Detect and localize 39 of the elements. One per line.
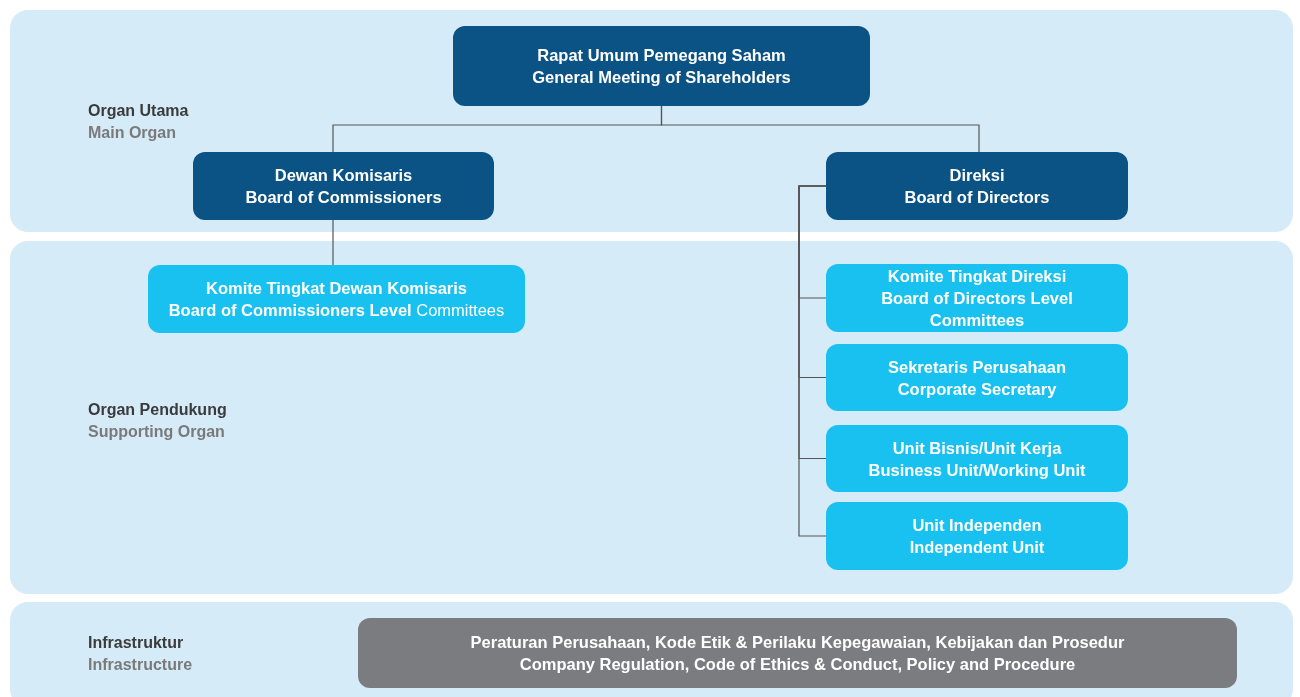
- section-subtitle: Infrastructure: [88, 656, 193, 674]
- org-box: [826, 264, 1128, 332]
- box-label: Board of Directors Level Committees: [880, 288, 1074, 331]
- org-box: [826, 502, 1128, 570]
- org-box: [826, 425, 1128, 492]
- box-label: Direksi: [949, 165, 1005, 186]
- box-label: Independent Unit: [909, 537, 1045, 558]
- section-subtitle: Main Organ: [88, 124, 176, 142]
- connector-line: [798, 185, 827, 537]
- box-label: Komite Tingkat Direksi: [887, 266, 1067, 287]
- band-panel: [10, 10, 1293, 232]
- box-label: Corporate Secretary: [897, 378, 1057, 400]
- box-label: Board of Commissioners Level Committees: [168, 300, 505, 321]
- box-label: Board of Directors: [904, 187, 1050, 208]
- box-label: Company Regulation, Code of Ethics & Conduct, Policy and Procedure: [519, 654, 1076, 675]
- org-box: [826, 152, 1128, 220]
- box-label: Unit Independen: [912, 515, 1042, 536]
- org-box: [453, 26, 870, 106]
- box-label: Komite Tingkat Dewan Komisaris: [206, 278, 467, 299]
- box-label: Unit Bisnis/Unit Kerja: [892, 437, 1062, 459]
- section-subtitle: Supporting Organ: [88, 423, 225, 441]
- section-title: Organ Pendukung: [88, 401, 227, 419]
- infrastructure-box: [358, 618, 1237, 688]
- box-label: Dewan Komisaris: [274, 165, 413, 186]
- box-label: Sekretaris Perusahaan: [888, 356, 1066, 378]
- org-box: [826, 344, 1128, 411]
- connector-line: [660, 105, 980, 153]
- box-label: Business Unit/Working Unit: [868, 459, 1086, 481]
- box-label: Board of Commissioners: [245, 187, 442, 208]
- box-label: General Meeting of Shareholders: [532, 67, 791, 88]
- org-box: [193, 152, 494, 220]
- box-label: Peraturan Perusahaan, Kode Etik & Perilaku Kepegawaian, Kebijakan dan Prosedur: [470, 632, 1125, 653]
- box-label: Rapat Umum Pemegang Saham: [537, 45, 786, 66]
- section-title: Infrastruktur: [88, 634, 184, 652]
- band-panel: [10, 241, 1293, 594]
- org-box: [148, 265, 525, 333]
- band-panel: [10, 602, 1293, 697]
- connector-line: [332, 219, 334, 266]
- section-title: Organ Utama: [88, 102, 189, 120]
